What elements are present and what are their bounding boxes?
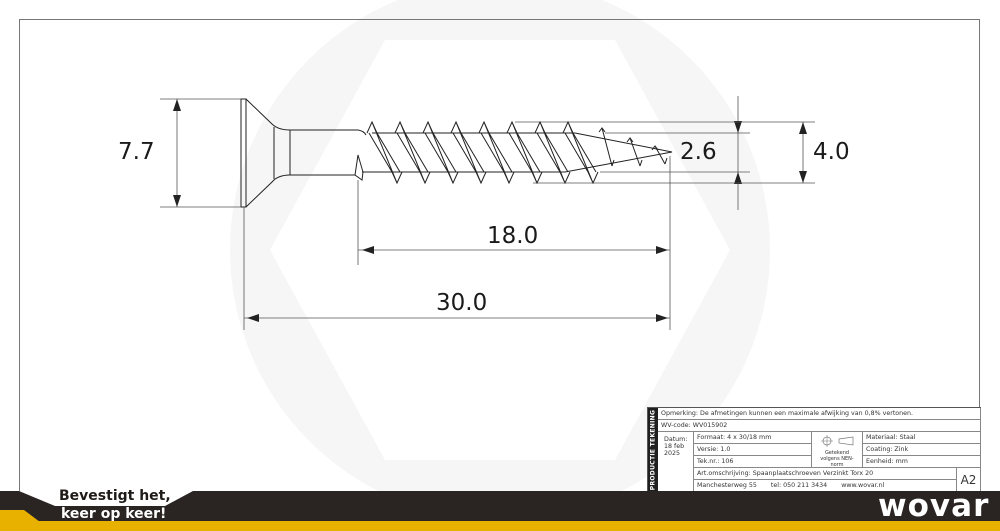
arrowhead xyxy=(656,246,668,254)
date-label: Datum: xyxy=(664,436,688,443)
dim-core-diameter: 2.6 xyxy=(680,139,717,165)
arrowhead xyxy=(656,314,668,322)
arrowhead xyxy=(799,122,807,134)
format: Formaat: 4 x 30/18 mm xyxy=(694,432,812,444)
side-label: PRODUCTIE TEKENING xyxy=(649,409,657,491)
address: Manchesterweg 55 xyxy=(697,482,757,489)
arrowhead xyxy=(734,121,742,133)
dim-thread-diameter: 4.0 xyxy=(813,139,850,165)
drawing-number: Tek.nr.: 106 xyxy=(694,456,812,468)
sheet-size: A2 xyxy=(957,468,981,492)
thread-3 xyxy=(422,120,459,185)
arrowhead xyxy=(362,246,374,254)
thread-4 xyxy=(450,120,487,185)
title-block: PRODUCTIE TEKENING Opmerking: De afmetin… xyxy=(647,407,981,492)
thread-start xyxy=(354,154,364,181)
slogan-line2: keer op keer! xyxy=(61,506,167,522)
tip-thread-3 xyxy=(651,145,668,165)
slogan-tab xyxy=(19,491,193,506)
tip-thread-2 xyxy=(626,137,643,167)
thread-1 xyxy=(366,120,403,185)
version: Versie: 1.0 xyxy=(694,444,812,456)
coating: Coating: Zink xyxy=(863,444,981,456)
arrowhead xyxy=(247,314,259,322)
article-description: Art.omschrijving: Spaanplaatschroeven Ve… xyxy=(694,468,957,480)
date-value: 18 feb 2025 xyxy=(664,443,685,457)
screw-tip-taper xyxy=(564,132,673,173)
dim-head-diameter: 7.7 xyxy=(118,139,155,165)
dimension-lines xyxy=(160,96,815,330)
wovar-logo[interactable]: wovar xyxy=(878,488,990,524)
material: Materiaal: Staal xyxy=(863,432,981,444)
date-cell: Datum: 18 feb 2025 xyxy=(658,432,694,492)
dim-thread-length: 18.0 xyxy=(487,223,539,249)
phone: tel: 050 211 3434 xyxy=(770,482,828,489)
projection-symbol-icon xyxy=(821,435,854,447)
tip-thread-1 xyxy=(598,127,615,167)
remark: Opmerking: De afmetingen kunnen een maxi… xyxy=(658,408,981,420)
arrowhead xyxy=(173,99,181,111)
dim-total-length: 30.0 xyxy=(436,290,488,316)
norm-note: Getekend volgens NEN-norm xyxy=(820,450,854,468)
website[interactable]: www.wovar.nl xyxy=(841,482,885,489)
title-block-side-strip: PRODUCTIE TEKENING xyxy=(648,408,658,492)
arrowhead xyxy=(799,171,807,183)
footer-accent-diagonal xyxy=(0,510,52,531)
arrowhead xyxy=(173,195,181,207)
unit: Eenheid: mm xyxy=(863,456,981,468)
thread-2 xyxy=(394,120,431,185)
slogan-line1: Bevestigt het, xyxy=(59,488,171,504)
norm-cell: Getekend volgens NEN-norm xyxy=(812,432,863,468)
thread-6 xyxy=(506,120,543,185)
wv-code: WV-code: WV015902 xyxy=(658,420,981,432)
contact-row: Manchesterweg 55 tel: 050 211 3434 www.w… xyxy=(694,480,957,492)
screw-outline xyxy=(240,98,673,208)
arrowhead xyxy=(734,172,742,184)
footer-accent-strip xyxy=(0,521,1000,531)
thread-5 xyxy=(478,120,515,185)
footer-bar xyxy=(0,491,1000,531)
